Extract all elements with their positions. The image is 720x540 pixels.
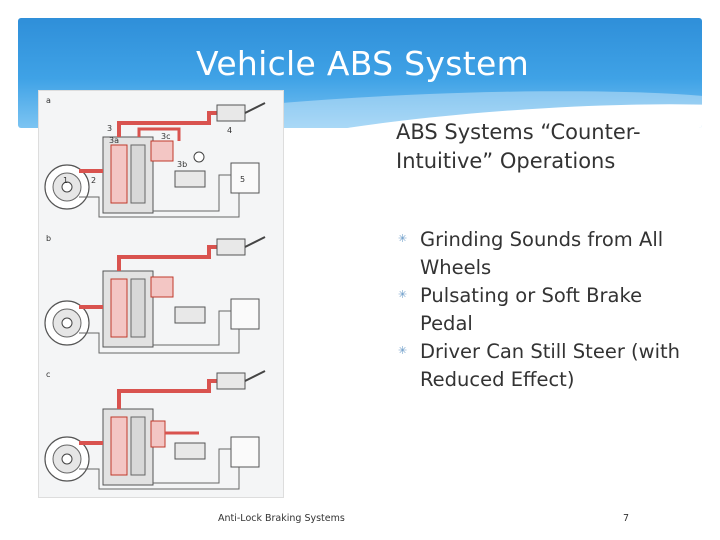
diagram-panel-a: a 5 3 3a 3c 3b 4 1 2 xyxy=(44,96,266,218)
bullet-list: ✳ Grinding Sounds from All Wheels ✳ Puls… xyxy=(398,226,698,394)
asterisk-icon: ✳ xyxy=(398,232,408,245)
abs-diagram-svg: a 5 3 3a 3c 3b 4 1 2 xyxy=(44,96,266,490)
svg-text:3: 3 xyxy=(107,124,112,133)
diagram-panel-b: b xyxy=(44,234,266,354)
bullet-item: ✳ Grinding Sounds from All Wheels xyxy=(398,226,698,281)
section-heading: ABS Systems “Counter-Intuitive” Operatio… xyxy=(396,120,641,173)
svg-text:3c: 3c xyxy=(161,132,171,141)
bullet-text: Grinding Sounds from All Wheels xyxy=(420,228,664,279)
footer-text: Anti-Lock Braking Systems xyxy=(218,513,345,524)
panel-label-b: b xyxy=(46,234,51,243)
page-number: 7 xyxy=(623,513,630,524)
panel-label-a: a xyxy=(46,96,51,105)
svg-text:3b: 3b xyxy=(177,160,187,169)
asterisk-icon: ✳ xyxy=(398,344,408,357)
svg-text:1: 1 xyxy=(63,176,68,185)
svg-text:3a: 3a xyxy=(109,136,119,145)
svg-text:5: 5 xyxy=(240,175,245,184)
asterisk-icon: ✳ xyxy=(398,288,408,301)
bullet-item: ✳ Pulsating or Soft Brake Pedal xyxy=(398,282,698,337)
svg-text:4: 4 xyxy=(227,126,232,135)
bullet-text: Pulsating or Soft Brake Pedal xyxy=(420,284,643,335)
panel-label-c: c xyxy=(46,370,50,379)
abs-diagram: a 5 3 3a 3c 3b 4 1 2 xyxy=(38,90,284,498)
slide-title: Vehicle ABS System xyxy=(196,44,530,83)
svg-text:2: 2 xyxy=(91,176,96,185)
diagram-panel-c: c xyxy=(44,370,266,490)
bullet-text: Driver Can Still Steer (with Reduced Eff… xyxy=(420,340,681,391)
bullet-item: ✳ Driver Can Still Steer (with Reduced E… xyxy=(398,338,698,393)
